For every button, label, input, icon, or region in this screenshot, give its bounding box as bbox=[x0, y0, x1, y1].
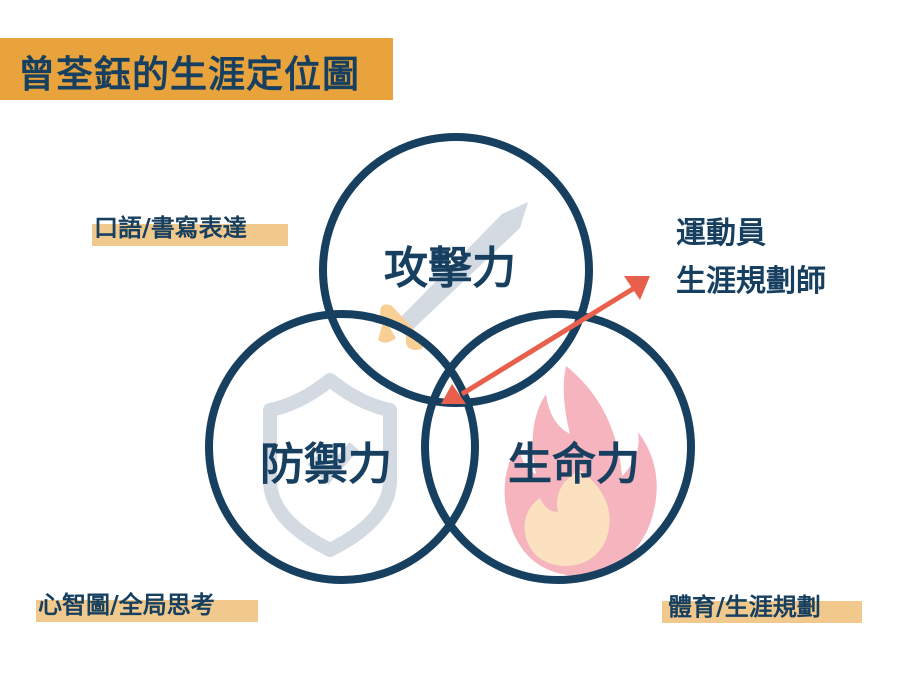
tag-highlight-bottom-left bbox=[36, 600, 258, 622]
page-title: 曾荃鈺的生涯定位圖 bbox=[18, 52, 360, 96]
arrow-icon bbox=[460, 276, 650, 397]
tag-highlight-top-left bbox=[92, 224, 288, 246]
circle-label-vitality: 生命力 bbox=[508, 439, 640, 490]
circle-defense bbox=[205, 310, 479, 584]
career-line-athlete: 運動員 bbox=[676, 216, 766, 251]
circle-vitality bbox=[421, 310, 695, 584]
flame-icon bbox=[504, 366, 657, 576]
shield-icon bbox=[263, 373, 397, 557]
intersection-marker bbox=[441, 384, 466, 404]
career-label: 運動員 生涯規劃師 bbox=[676, 210, 826, 306]
circle-label-attack: 攻擊力 bbox=[384, 243, 516, 294]
tag-highlight-bottom-right bbox=[662, 601, 862, 623]
tag-sports-career-planning: 體育/生涯規劃 bbox=[668, 592, 821, 621]
tag-mindmap-global-thinking: 心智圖/全局思考 bbox=[38, 590, 215, 619]
tag-oral-written-expression: 口語/書寫表達 bbox=[94, 213, 247, 242]
title-banner bbox=[0, 38, 393, 100]
circle-label-defense: 防禦力 bbox=[260, 439, 392, 490]
career-line-career-planner: 生涯規劃師 bbox=[676, 264, 826, 299]
